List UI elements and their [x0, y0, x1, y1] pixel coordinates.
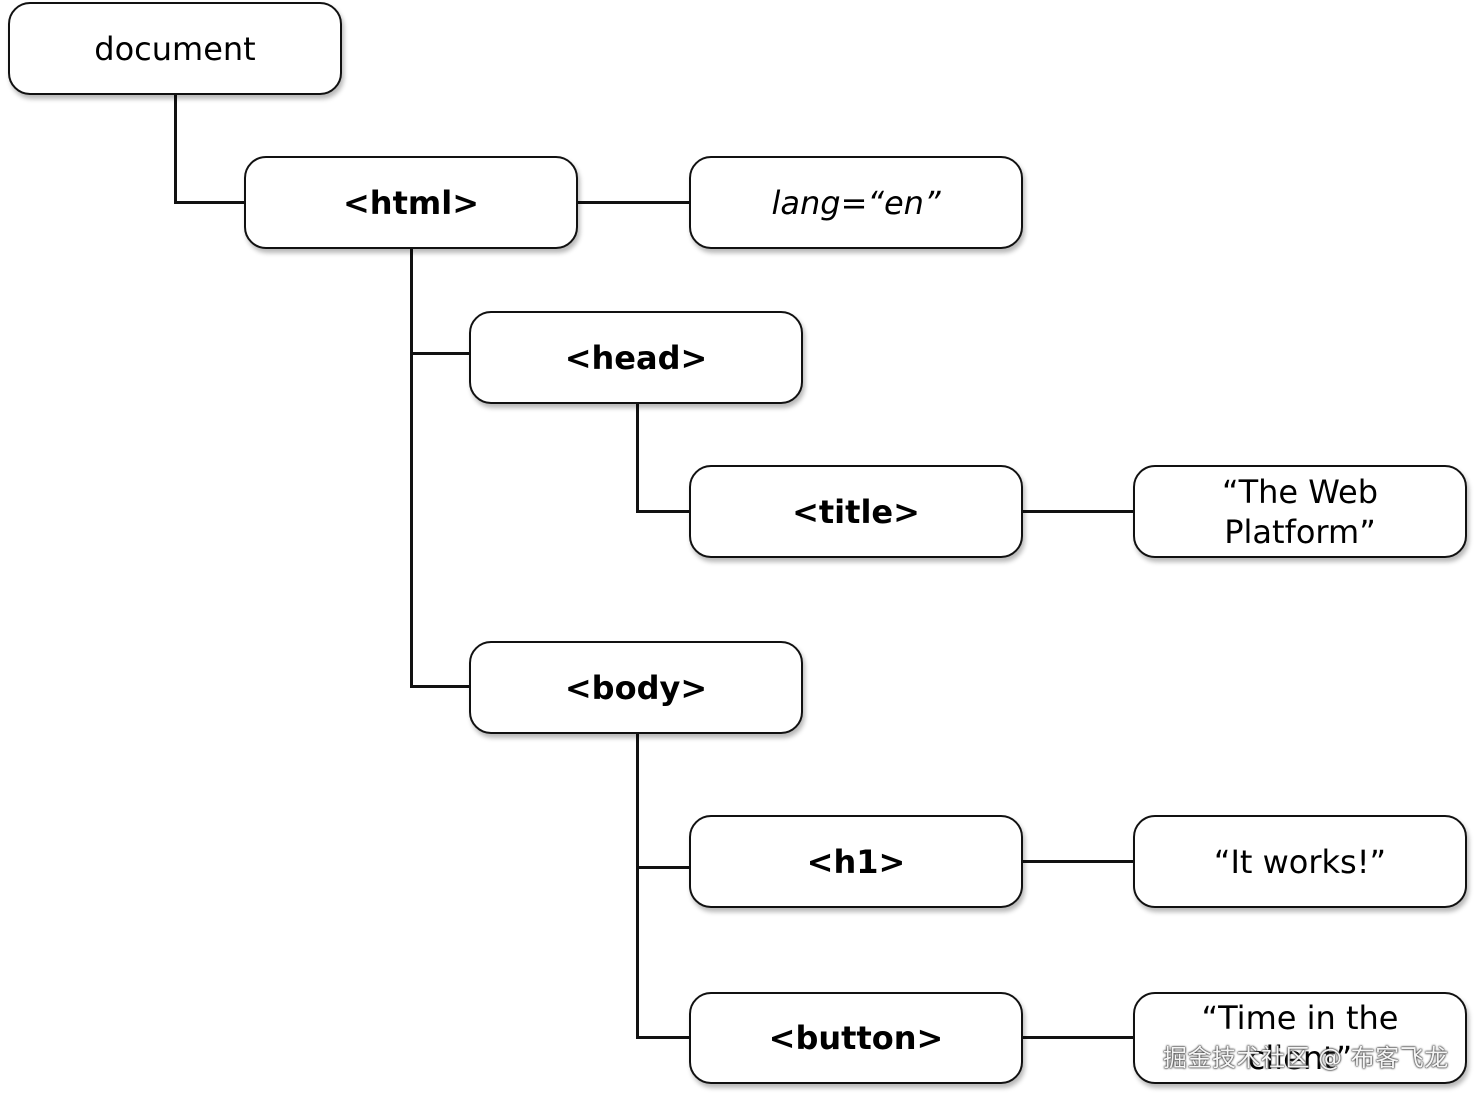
edge-title-text	[1022, 510, 1134, 513]
edge-document-html-vertical	[174, 94, 177, 203]
edge-head-title-horizontal	[636, 510, 690, 513]
node-title-text: “The Web Platform”	[1133, 465, 1467, 558]
node-head: <head>	[469, 311, 803, 404]
edge-body-button	[636, 1036, 690, 1039]
node-button-text: “Time in the client”	[1133, 992, 1467, 1084]
node-head-label: <head>	[564, 338, 708, 377]
edge-button-text	[1022, 1036, 1134, 1039]
node-title-text-label: “The Web Platform”	[1221, 472, 1379, 551]
node-html-label: <html>	[342, 183, 479, 222]
node-body-label: <body>	[564, 668, 708, 707]
node-html: <html>	[244, 156, 578, 249]
node-document: document	[8, 2, 342, 95]
node-button: <button>	[689, 992, 1023, 1084]
edge-html-body	[410, 685, 470, 688]
edge-html-lang	[578, 201, 690, 204]
node-lang-label: lang=“en”	[771, 183, 941, 222]
node-h1-text-label: “It works!”	[1213, 842, 1387, 881]
watermark: 掘金技术社区 @ 布客飞龙	[1163, 1044, 1449, 1072]
edge-h1-text	[1022, 860, 1134, 863]
node-title-label: <title>	[792, 492, 920, 531]
edge-html-trunk	[410, 249, 413, 687]
node-button-text-label: “Time in the client”	[1201, 999, 1399, 1077]
edge-body-h1	[636, 866, 690, 869]
edge-document-html-horizontal	[174, 201, 245, 204]
edge-head-title-vertical	[636, 403, 639, 512]
node-body: <body>	[469, 641, 803, 734]
node-h1: <h1>	[689, 815, 1023, 908]
node-lang-attribute: lang=“en”	[689, 156, 1023, 249]
node-h1-text: “It works!”	[1133, 815, 1467, 908]
node-title: <title>	[689, 465, 1023, 558]
node-h1-label: <h1>	[806, 842, 906, 881]
node-button-label: <button>	[768, 1019, 944, 1057]
node-document-label: document	[94, 29, 256, 68]
edge-body-trunk	[636, 733, 639, 1038]
edge-html-head	[410, 352, 470, 355]
